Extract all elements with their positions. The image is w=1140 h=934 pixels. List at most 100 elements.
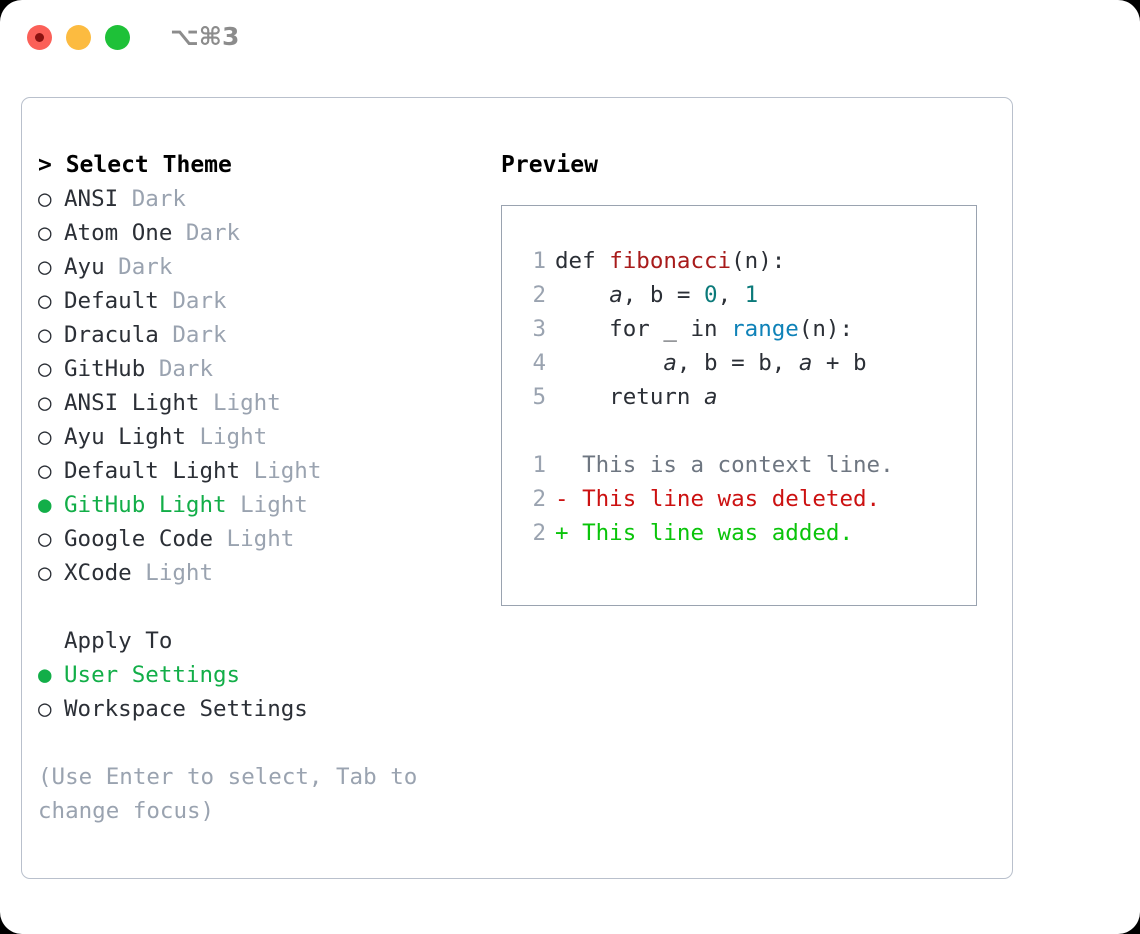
maximize-button[interactable] <box>105 25 130 50</box>
code-token: + b <box>812 350 867 376</box>
theme-item[interactable]: ○ GitHub Dark <box>38 352 498 386</box>
code-token: 0 <box>704 282 718 308</box>
apply-to-item-label: User Settings <box>64 662 241 688</box>
radio-selected-icon[interactable]: ● <box>38 492 52 518</box>
theme-item-label: Atom One <box>64 220 173 246</box>
theme-item-variant-tag: Light <box>240 458 322 484</box>
theme-item-variant-tag: Light <box>199 390 281 416</box>
minimize-button[interactable] <box>66 25 91 50</box>
radio-unselected-icon[interactable]: ○ <box>38 526 52 552</box>
code-token: return <box>555 384 705 410</box>
diff-line-number: 2 <box>532 520 546 546</box>
radio-unselected-icon[interactable]: ○ <box>38 322 52 348</box>
diff-line: 2 + This line was added. <box>520 516 960 550</box>
diff-line: 2- This line was deleted. <box>520 482 960 516</box>
theme-item-label: Default <box>64 288 159 314</box>
code-token: range <box>731 316 799 342</box>
diff-line-number: 1 <box>532 452 546 478</box>
diff-sign: - <box>555 486 569 512</box>
radio-unselected-icon[interactable]: ○ <box>38 254 52 280</box>
theme-item-label: ANSI Light <box>64 390 200 416</box>
theme-item-variant-tag: Light <box>213 526 295 552</box>
apply-to-item[interactable]: ● User Settings <box>38 658 498 692</box>
theme-item-variant-tag: Dark <box>172 220 241 246</box>
code-token: , b = <box>622 282 705 308</box>
theme-item-variant-tag: Light <box>185 424 268 450</box>
theme-item-variant-tag: Dark <box>158 288 227 314</box>
code-line: 5 return a <box>520 380 960 414</box>
apply-to-list: ● User Settings ○ Workspace Settings <box>38 658 498 726</box>
radio-unselected-icon[interactable]: ○ <box>38 220 52 246</box>
theme-list: ○ANSI Dark○Atom One Dark○Ayu Dark○Defaul… <box>38 182 498 590</box>
code-line-number: 2 <box>532 282 546 308</box>
radio-unselected-icon[interactable]: ○ <box>38 186 52 212</box>
theme-item[interactable]: ○ANSI Dark <box>38 182 498 216</box>
code-line-number: 3 <box>532 316 546 342</box>
code-token: fibonacci <box>609 248 732 274</box>
theme-item-label: GitHub <box>64 356 146 382</box>
panel-columns: > Select Theme ○ANSI Dark○Atom One Dark○… <box>22 98 1012 878</box>
select-theme-header: > Select Theme <box>38 152 232 178</box>
code-line: 4 a, b = b, a + b <box>520 346 960 380</box>
radio-unselected-icon[interactable]: ○ <box>38 696 52 722</box>
diff-text: This line was added. <box>568 520 854 546</box>
theme-item[interactable]: ○Ayu Dark <box>38 250 498 284</box>
code-token: (n): <box>731 248 786 274</box>
theme-item[interactable]: ○ Default Light Light <box>38 454 498 488</box>
theme-item[interactable]: ○ XCode Light <box>38 556 498 590</box>
diff-lines: 1 This is a context line.2- This line wa… <box>520 448 960 550</box>
code-line: 3 for _ in range(n): <box>520 312 960 346</box>
code-line-number: 4 <box>532 350 546 376</box>
theme-item[interactable]: ○ Atom One Dark <box>38 216 498 250</box>
diff-sign <box>555 452 569 478</box>
theme-item-variant-tag: Light <box>131 560 214 586</box>
close-button[interactable] <box>27 25 52 50</box>
radio-selected-icon[interactable]: ● <box>38 662 52 688</box>
theme-item-variant-tag: Dark <box>158 322 227 348</box>
theme-item[interactable]: ●GitHub Light Light <box>38 488 498 522</box>
code-token: , b = b, <box>676 350 799 376</box>
code-token: def <box>555 248 610 274</box>
theme-item[interactable]: ○ Default Dark <box>38 284 498 318</box>
diff-line: 1 This is a context line. <box>520 448 960 482</box>
apply-to-item-label: Workspace Settings <box>64 696 308 722</box>
theme-item-label: ANSI <box>64 186 119 212</box>
radio-unselected-icon[interactable]: ○ <box>38 356 52 382</box>
code-token: a <box>704 384 718 410</box>
code-token <box>555 282 609 308</box>
theme-item-label: Ayu Light <box>64 424 186 450</box>
code-line-number: 5 <box>532 384 546 410</box>
theme-item-variant-tag: Light <box>226 492 308 518</box>
theme-item-variant-tag: Dark <box>145 356 214 382</box>
code-token: 1 <box>744 282 759 308</box>
apply-to-label: Apply To <box>64 628 173 654</box>
theme-item-label: XCode <box>64 560 132 586</box>
theme-item[interactable]: ○ Ayu Light Light <box>38 420 498 454</box>
diff-text: This is a context line. <box>568 452 894 478</box>
theme-item-label: Default Light <box>64 458 241 484</box>
code-token: a <box>609 282 623 308</box>
radio-unselected-icon[interactable]: ○ <box>38 390 52 416</box>
diff-line-number: 2 <box>532 486 546 512</box>
theme-item[interactable]: ○Dracula Dark <box>38 318 498 352</box>
radio-unselected-icon[interactable]: ○ <box>38 560 52 586</box>
diff-sign: + <box>555 520 569 546</box>
theme-item[interactable]: ○ ANSI Light Light <box>38 386 498 420</box>
main-panel: > Select Theme ○ANSI Dark○Atom One Dark○… <box>21 97 1013 879</box>
theme-item[interactable]: ○ Google Code Light <box>38 522 498 556</box>
apply-to-item[interactable]: ○ Workspace Settings <box>38 692 498 726</box>
theme-item-label: Google Code <box>64 526 214 552</box>
radio-unselected-icon[interactable]: ○ <box>38 424 52 450</box>
radio-unselected-icon[interactable]: ○ <box>38 458 52 484</box>
code-token: a <box>798 350 813 376</box>
code-diff-gap <box>520 414 960 448</box>
keyboard-hint: (Use Enter to select, Tab to change focu… <box>38 764 418 824</box>
code-token: for _ in <box>555 316 732 342</box>
radio-unselected-icon[interactable]: ○ <box>38 288 52 314</box>
